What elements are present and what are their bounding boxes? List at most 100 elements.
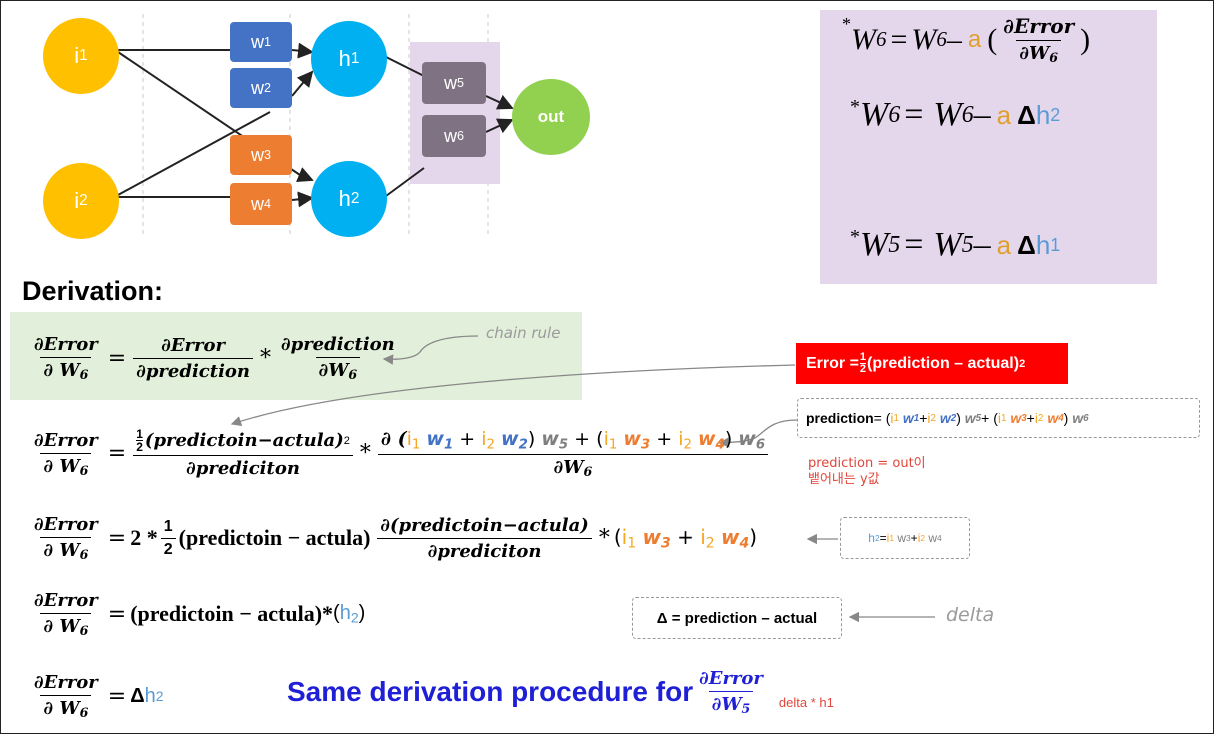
pb-i2b: i xyxy=(1034,410,1038,426)
same-procedure-den-text: ∂W xyxy=(711,694,742,715)
same-procedure-num: ∂Error xyxy=(699,668,763,689)
pb-plus1: + xyxy=(919,410,928,426)
eq2-half-num: 1 xyxy=(136,427,143,442)
rule1-w-sub: 6 xyxy=(936,27,947,52)
equation-chain-rule: ∂Error ∂ W6 = ∂Error ∂prediction * ∂pred… xyxy=(28,334,401,382)
eq3-paren: (predictoin − actula) xyxy=(178,525,371,551)
eq5-lhs-den: ∂ W6 xyxy=(40,695,92,721)
eq4-close: ) xyxy=(358,602,366,625)
eq1-term1-num: ∂Error xyxy=(161,334,226,356)
eq2-half: 1 2 xyxy=(136,428,143,453)
eq2-w4: w xyxy=(697,428,716,450)
pb-w2-sub: 2 xyxy=(950,412,957,424)
weight-w5-sub: 5 xyxy=(456,76,464,90)
pb-w3-sub: 3 xyxy=(1021,412,1027,424)
h2box-w3: w xyxy=(897,531,906,545)
eq1-lhs-den-sub: 6 xyxy=(79,367,89,383)
eq1-term2: ∂prediction ∂W6 xyxy=(278,334,398,382)
error-box-half: 1 2 xyxy=(859,351,867,375)
eq1-equals: = xyxy=(107,345,127,371)
error-definition-box: Error = 1 2 (prediction – actual)2 xyxy=(796,343,1068,384)
eq3-two: 2 * xyxy=(130,525,158,551)
annotation-arrows xyxy=(230,335,935,623)
eq3-half: 1 2 xyxy=(160,518,176,559)
eq3-lhs-den-text: ∂ W xyxy=(43,540,80,561)
weight-w4-label: w xyxy=(250,193,264,214)
eq2-lhs-den-text: ∂ W xyxy=(43,455,80,477)
rule3-w: W xyxy=(933,226,962,263)
eq3-i2-sub: 2 xyxy=(705,535,715,552)
h2box-w3-sub: 3 xyxy=(906,533,911,543)
pb-w6: w xyxy=(1072,410,1084,426)
same-procedure-den: ∂W5 xyxy=(708,691,754,716)
pb-i2: i xyxy=(927,410,931,426)
eq2-w5: w xyxy=(541,428,559,450)
rule1-gradient-frac: ∂Error ∂W6 xyxy=(1000,14,1077,65)
hidden-node-h2-label: h xyxy=(338,186,351,211)
hidden-node-h1-label: h xyxy=(338,46,351,71)
eq2-i2-sub: 2 xyxy=(486,437,495,453)
eq5-lhs-den-sub: 6 xyxy=(79,705,89,721)
pb-w1: w xyxy=(902,410,914,426)
equation-simplified: ∂Error ∂ W6 = 2 * 1 2 (predictoin − actu… xyxy=(28,514,757,562)
eq3-w4-sub: 4 xyxy=(739,535,750,552)
weight-w3-label: w xyxy=(250,144,264,165)
eq3-lhs-den: ∂ W6 xyxy=(40,537,92,562)
h2box-eq: = xyxy=(879,531,887,545)
eq3-close: ) xyxy=(749,524,758,549)
eq2-i2: i xyxy=(481,428,487,450)
eq4-lhs: ∂Error ∂ W6 xyxy=(31,590,101,638)
eq1-lhs-den: ∂ W6 xyxy=(40,357,92,383)
eq3-w3-sub: 3 xyxy=(660,535,671,552)
pb-w3: w xyxy=(1010,410,1022,426)
rule2-minus: – xyxy=(973,96,991,133)
h2box-i1: i xyxy=(886,531,890,545)
eq2-lhs: ∂Error ∂ W6 xyxy=(31,430,101,478)
error-box-half-num: 1 xyxy=(859,351,867,363)
rule1-frac-num: ∂Error xyxy=(1003,14,1075,38)
rule1-frac-den-text: ∂W xyxy=(1019,43,1050,64)
eq5-lhs-num: ∂Error xyxy=(34,672,98,693)
eq2-w3: w xyxy=(623,428,641,450)
eq1-lhs: ∂Error ∂ W6 xyxy=(31,334,101,382)
output-node-label: out xyxy=(537,107,565,126)
eq2-w4-sub: 4 xyxy=(715,437,725,453)
eq3-lhs: ∂Error ∂ W6 xyxy=(31,514,101,562)
rule2-w-sub: 6 xyxy=(961,101,974,128)
eq4-h: h xyxy=(339,602,351,625)
rule1-frac-den: ∂W6 xyxy=(1016,40,1062,66)
eq3-h2-expr: (i1 w3 + i2 w4) xyxy=(614,525,757,552)
rule3-star: * xyxy=(850,226,860,248)
eq4-lhs-num: ∂Error xyxy=(34,590,98,611)
rule2-lhs: W xyxy=(860,96,889,133)
eq3-term: ∂(predictoin−actula) ∂prediciton xyxy=(377,515,592,562)
h2box-h: h xyxy=(868,531,875,545)
weight-w2-label: w xyxy=(250,77,264,98)
rule1-frac-den-sub: 6 xyxy=(1049,50,1059,66)
eq2-lhs-num: ∂Error xyxy=(34,429,98,451)
rule2-learning-rate: a xyxy=(996,99,1012,130)
eq2-i1b-sub: 1 xyxy=(608,437,618,453)
rule3-lhs: W xyxy=(860,226,889,263)
pb-plus2: + ( xyxy=(981,410,998,426)
h2box-h-sub: 2 xyxy=(874,533,880,543)
eq2-i1-sub: 1 xyxy=(411,437,421,453)
pb-close2: ) xyxy=(1063,410,1069,426)
rule2-lhs-sub: 6 xyxy=(888,101,901,128)
eq3-i2: i xyxy=(700,524,706,549)
eq2-inner: (predictoin−actula) xyxy=(144,430,344,452)
eq3-w3: w xyxy=(642,524,661,549)
delta-definition-box: Δ = prediction – actual xyxy=(632,597,842,639)
rule1-w: W xyxy=(911,22,937,56)
pb-w5: w xyxy=(964,410,976,426)
eq5-delta: Δ xyxy=(130,684,145,707)
eq5-equals: = xyxy=(107,683,127,709)
